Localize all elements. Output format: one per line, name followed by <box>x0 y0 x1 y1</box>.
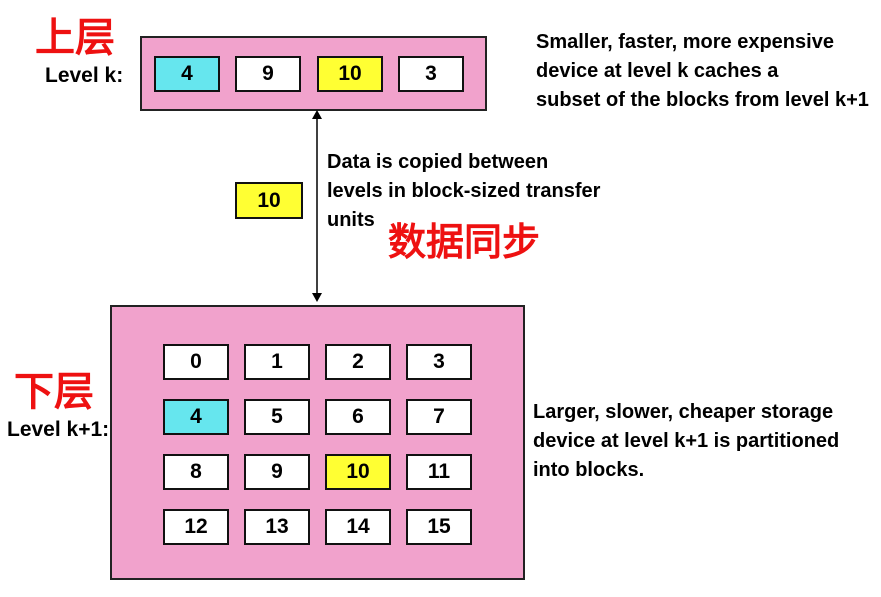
upper-block: 4 <box>154 56 220 92</box>
upper-level-cn-label: 上层 <box>35 15 115 61</box>
lower-block: 1 <box>244 344 310 380</box>
upper-level-device: 4 9 10 3 <box>140 36 487 111</box>
lower-block: 4 <box>163 399 229 435</box>
lower-block: 8 <box>163 454 229 490</box>
lower-level-device: 0 1 2 3 4 5 6 7 8 9 10 11 12 13 14 15 <box>110 305 525 580</box>
lower-block: 6 <box>325 399 391 435</box>
lower-block: 3 <box>406 344 472 380</box>
upper-block: 10 <box>317 56 383 92</box>
lower-block: 9 <box>244 454 310 490</box>
transfer-description: Data is copied between levels in block-s… <box>327 151 601 231</box>
lower-block: 5 <box>244 399 310 435</box>
lower-block: 0 <box>163 344 229 380</box>
lower-level-label: Level k+1: <box>7 418 110 441</box>
lower-block: 15 <box>406 509 472 545</box>
lower-block: 14 <box>325 509 391 545</box>
sync-label: 数据同步 <box>388 220 541 264</box>
lower-level-description: Larger, slower, cheaper storage device a… <box>533 401 840 481</box>
lower-block: 12 <box>163 509 229 545</box>
lower-level-cn-label: 下层 <box>14 369 94 415</box>
lower-block: 11 <box>406 454 472 490</box>
transfer-arrow <box>312 110 322 302</box>
upper-block: 9 <box>235 56 301 92</box>
upper-level-label: Level k: <box>45 64 124 87</box>
lower-block: 13 <box>244 509 310 545</box>
lower-block: 7 <box>406 399 472 435</box>
lower-block: 2 <box>325 344 391 380</box>
upper-level-description: Smaller, faster, more expensive device a… <box>536 31 869 111</box>
upper-block: 3 <box>398 56 464 92</box>
lower-block: 10 <box>325 454 391 490</box>
transfer-block: 10 <box>235 182 303 219</box>
